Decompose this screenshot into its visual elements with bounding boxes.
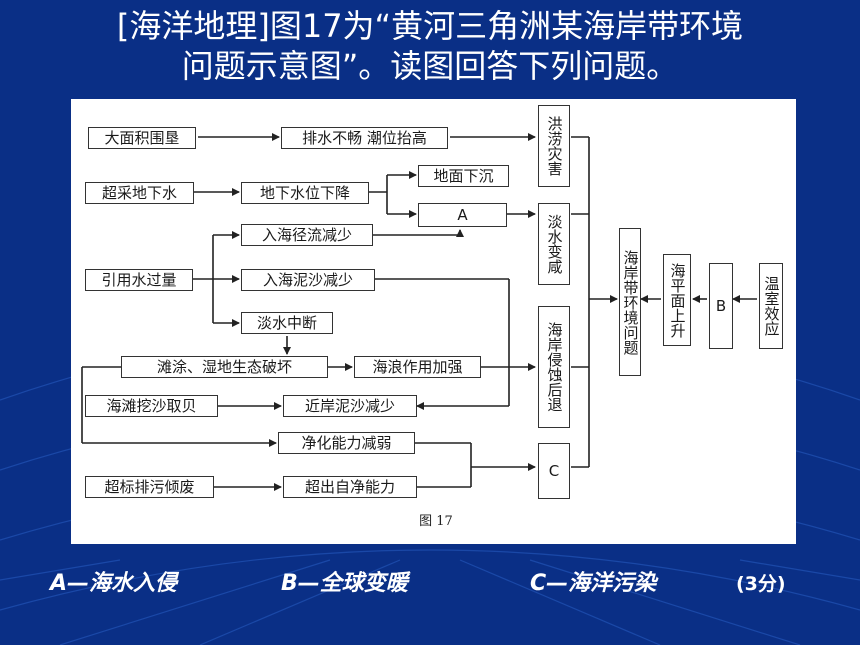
box-cutoff: 淡水中断 [241,312,333,334]
box-beach: 滩涂、湿地生态破坏 [121,356,328,378]
box-sewage: 超标排污倾废 [85,476,214,498]
answer-b: B—全球变暖 [281,571,408,596]
box-fresh: 淡水变咸 [538,203,570,285]
box-erosion: 海岸侵蚀后退 [538,306,570,428]
box-overdivert: 引用水过量 [85,269,193,291]
answer-a: A—海水入侵 [50,571,178,596]
box-runoff: 入海径流减少 [241,224,373,246]
box-a: A [418,203,507,227]
figure-caption: 图 17 [419,514,453,529]
box-digging: 海滩挖沙取贝 [85,395,218,417]
box-drain: 排水不畅 潮位抬高 [281,127,448,149]
box-subside: 地面下沉 [418,165,509,187]
box-greenhouse: 温室效应 [759,263,783,349]
flow-diagram: 大面积围垦 排水不畅 潮位抬高 洪涝灾害 超采地下水 地下水位下降 地面下沉 A… [71,99,796,544]
answer-c: C—海洋污染 [530,571,657,596]
connector-lines [81,133,757,491]
box-exceed: 超出自净能力 [283,476,417,498]
box-coastal: 海岸带环境问题 [619,228,641,376]
box-cover: 大面积围垦 [88,127,196,149]
box-near: 近岸泥沙减少 [283,395,417,417]
score-label: (3分) [736,573,786,595]
box-flood: 洪涝灾害 [538,105,570,187]
title-line-1: [海洋地理]图17为“黄河三角洲某海岸带环境 [116,7,744,45]
box-c: C [538,443,570,499]
page-title: [海洋地理]图17为“黄河三角洲某海岸带环境 问题示意图”。读图回答下列问题。 [0,6,860,86]
title-line-2: 问题示意图”。读图回答下列问题。 [181,47,679,85]
box-wave: 海浪作用加强 [354,356,481,378]
box-purify: 净化能力减弱 [278,432,415,454]
box-sediment: 入海泥沙减少 [241,269,375,291]
box-sea: 海平面上升 [663,254,691,346]
box-overpump: 超采地下水 [85,182,194,204]
box-gwdrop: 地下水位下降 [241,182,369,204]
box-b: B [709,263,733,349]
